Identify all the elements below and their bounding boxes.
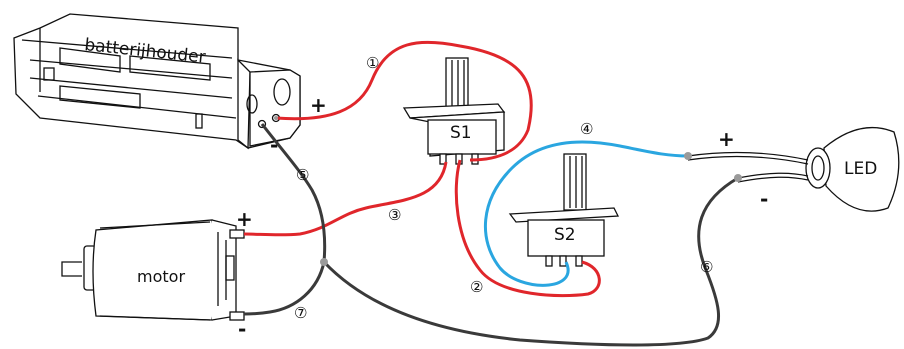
- switch-s2-label: S2: [554, 225, 576, 245]
- switch-s1-label: S1: [450, 123, 472, 143]
- wire-number-7: ⑦: [294, 304, 307, 322]
- motor-label: motor: [137, 267, 185, 286]
- led-plus-lead: [687, 151, 809, 161]
- junction-markers: [274, 116, 742, 266]
- wire-number-2: ②: [470, 278, 483, 296]
- wire-number-1: ①: [366, 54, 379, 72]
- battery-plus-sign: +: [310, 93, 327, 117]
- wire-black-6: [322, 176, 739, 347]
- switch-s2: [508, 153, 620, 267]
- motor-minus-sign: -: [238, 317, 246, 341]
- battery-holder: [13, 13, 301, 150]
- led-plus-sign: +: [718, 127, 735, 151]
- motor-plus-sign: +: [236, 207, 253, 231]
- wire-red-1: [275, 40, 533, 162]
- wire-red-3: [243, 161, 448, 237]
- wire-black-7: [243, 261, 326, 316]
- wire-number-6: ⑥: [700, 258, 713, 276]
- wire-black-5: [260, 123, 327, 263]
- motor: [61, 219, 245, 321]
- led-label: LED: [844, 159, 877, 179]
- wire-blue-4: [483, 140, 689, 287]
- led-minus-lead: [737, 172, 809, 179]
- led-minus-sign: -: [760, 187, 768, 211]
- wire-number-5: ⑤: [296, 166, 309, 184]
- switch-s1: [402, 57, 506, 165]
- battery-minus-sign: -: [270, 133, 278, 157]
- wire-number-4: ④: [580, 120, 593, 138]
- led: [805, 126, 900, 212]
- wire-red-2: [454, 159, 601, 298]
- wire-number-3: ③: [388, 206, 401, 224]
